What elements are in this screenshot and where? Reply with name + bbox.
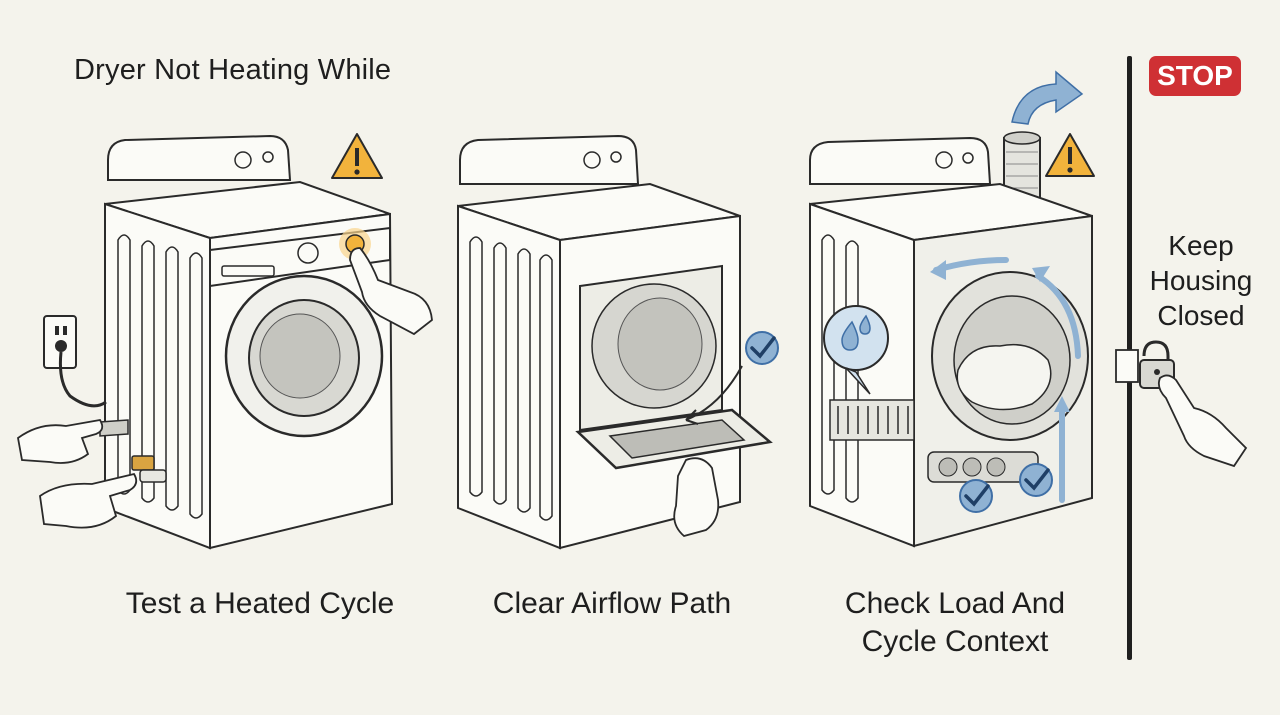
hand-icon [39,472,138,529]
stop-instruction-line2: Housing [1149,265,1253,296]
check-icon [959,479,993,513]
hand-icon [349,247,433,336]
page-title: Dryer Not Heating While [74,54,392,86]
check-icon [1019,463,1053,497]
check-icon [745,331,779,365]
removal-arrow [685,365,743,421]
stop-instruction-line3: Closed [1157,300,1245,331]
warning-icon [331,133,383,179]
panel-2-illustration [457,134,779,550]
stop-instruction: Keep Housing Closed [1138,228,1264,333]
warning-icon [1045,133,1095,177]
stop-instruction-line1: Keep [1168,230,1234,261]
open-drum [579,264,723,432]
moisture-icon [823,305,889,395]
stop-illustration [1115,340,1248,468]
panel-3-illustration [809,70,1095,548]
dryer-console [107,134,292,181]
console-knob [234,151,252,169]
panel-3-caption-line1: Check Load And [844,587,1066,620]
lint-filter-icon [575,408,773,470]
stop-badge: STOP [1149,56,1241,96]
panel-3-caption-line2: Cycle Context [861,625,1049,658]
hand-icon [1157,374,1248,468]
gas-valve-icon [131,455,167,483]
dryer-console [809,136,992,185]
panel-1-illustration [17,133,433,550]
dryer-console [459,134,640,185]
panel-1-caption: Test a Heated Cycle [125,587,395,620]
clothes-load [956,343,1052,411]
hand-icon [17,419,104,464]
power-cord [58,351,107,408]
panel-3-caption: Check Load And Cycle Context [820,585,1090,661]
hand-icon [673,457,720,537]
dryer-side [457,204,561,550]
heating-element [829,399,915,441]
dryer-door [224,274,384,438]
dryer-side [104,202,211,550]
dryer-side [809,202,915,548]
airflow-arrow-icon [1011,70,1084,125]
plug [99,419,129,437]
console-knob [262,151,274,163]
drum [931,271,1089,441]
drum-rollers [927,451,1039,483]
panel-2-caption: Clear Airflow Path [492,587,732,620]
